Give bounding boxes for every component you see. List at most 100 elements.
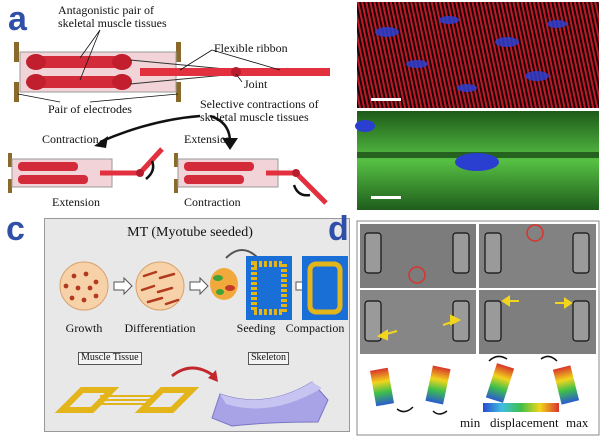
nucleus-green-1 [455,153,499,171]
growth-cells [63,271,99,303]
arrow-head-left [94,136,108,148]
right-bend-arrow [292,184,311,197]
seeded-cell-cluster [210,268,238,300]
step-growth-label: Growth [65,321,103,335]
scale-bar-bottom [371,196,401,199]
panel-c-title: MT (Myotube seeded) [127,225,253,240]
left-joint [136,169,144,177]
skeleton-label: Skeleton [248,352,289,365]
left-ribbon-bent [138,147,164,175]
step-differentiation-label: Differentiation [124,321,196,335]
panel-a-device-right [174,153,328,205]
right-electrode-2 [174,179,178,193]
arrow-growth-diff [113,276,133,296]
selective-arrows [94,114,238,150]
muscle-tissue-bands [96,395,154,405]
seeding-curved-arrow [225,249,259,259]
antagonistic-pair-text: Antagonistic pair of skeletal muscle tis… [58,3,167,30]
electrode-right-bottom [176,82,181,102]
pointer-antagonistic-1 [79,29,101,59]
joint-label: Joint [244,77,268,91]
left-contraction-label: Contraction [42,132,99,146]
electrode-left-top [14,42,19,62]
micrograph-divider [357,108,599,111]
colorbar-title-label: displacement [490,415,559,430]
left-muscle-top [18,162,78,171]
pointer-antagonistic-2 [79,29,101,81]
panel-a-device-left [8,147,164,193]
assembly-arrow-head [208,370,218,382]
panel-c-assembly [54,366,329,427]
pointer-ribbon-2 [211,49,281,71]
panel-a-letter: a [8,0,27,38]
electrode-left-bottom [14,82,19,102]
step-seeding-label: Seeding [236,321,276,335]
electrode-right-top [176,42,181,62]
pointer-electrodes-2 [89,93,179,103]
arrow-head-right [222,138,238,150]
nucleus-7 [457,84,477,92]
antagonistic-pair-label: Antagonistic pair of skeletal muscle tis… [58,4,167,29]
step-compaction-label: Compaction [285,321,345,335]
colorbar-min-label: min [460,415,481,430]
right-ribbon-bent [294,171,328,205]
highlight-circle-1 [408,266,426,284]
anchor-mid-bottom [112,74,132,90]
panel-b-micrographs [355,2,599,210]
right-muscle-bottom [184,175,244,184]
panel-a-device-main [14,29,330,103]
pair-of-electrodes-label: Pair of electrodes [48,102,132,116]
micrograph-d-anchors [364,232,590,342]
right-contraction-label: Contraction [184,195,241,209]
right-extension-label: Extension [184,132,232,146]
nucleus-4 [406,60,428,68]
nucleus-2 [439,16,459,24]
pointer-joint [235,73,243,83]
nucleus-1 [375,27,399,37]
left-bend-arrow [145,160,155,180]
highlight-circle-2 [526,224,544,242]
muscle-tissue-label: Muscle Tissue [78,352,142,365]
seeding-tissue [251,261,287,315]
nucleus-green-2 [355,120,375,132]
anchor-left-bottom [26,74,46,90]
left-electrode-1 [8,153,12,167]
assembly-curved-arrow [171,366,215,378]
displacement-arrows [376,295,573,341]
nucleus-3 [495,37,519,47]
flexible-ribbon-label: Flexible ribbon [214,41,288,55]
panel-d-images [356,220,600,436]
nucleus-6 [525,71,549,81]
anchor-mid-top [112,54,132,70]
selective-contractions-label: Selective contractions of skeletal muscl… [200,98,319,123]
pointer-electrodes-1 [17,93,61,103]
colorbar-max-label: max [566,415,589,430]
muscle-tissue-top [30,56,120,68]
skeleton-shade [220,382,322,409]
compaction-tissue [307,261,343,315]
muscle-tissue-frame [54,387,200,413]
left-electrode-2 [8,179,12,193]
left-extension-label: Extension [52,195,100,209]
arrow-diff-seed [189,276,209,296]
micrograph-red-striated [357,2,599,108]
right-joint [292,169,300,177]
colorbar [483,403,559,412]
arrow-to-left-device [99,114,201,144]
pointer-ribbon-1 [179,49,213,71]
fem-rotation-arrows [396,355,558,415]
selective-contractions-text: Selective contractions of skeletal muscl… [200,97,319,124]
panel-c-process [59,249,348,320]
differentiation-cells [140,270,180,306]
muscle-tissue-bottom [30,76,120,88]
right-muscle-top [184,162,254,171]
nucleus-5 [547,20,567,28]
scale-bar-top [371,98,401,101]
differentiation-dish [135,261,185,311]
fem-blocks [370,363,580,407]
panel-d-letter: d [328,210,349,248]
right-electrode-1 [174,153,178,167]
anchor-left-top [26,54,46,70]
left-muscle-bottom [18,175,88,184]
panel-c-letter: c [6,210,25,248]
